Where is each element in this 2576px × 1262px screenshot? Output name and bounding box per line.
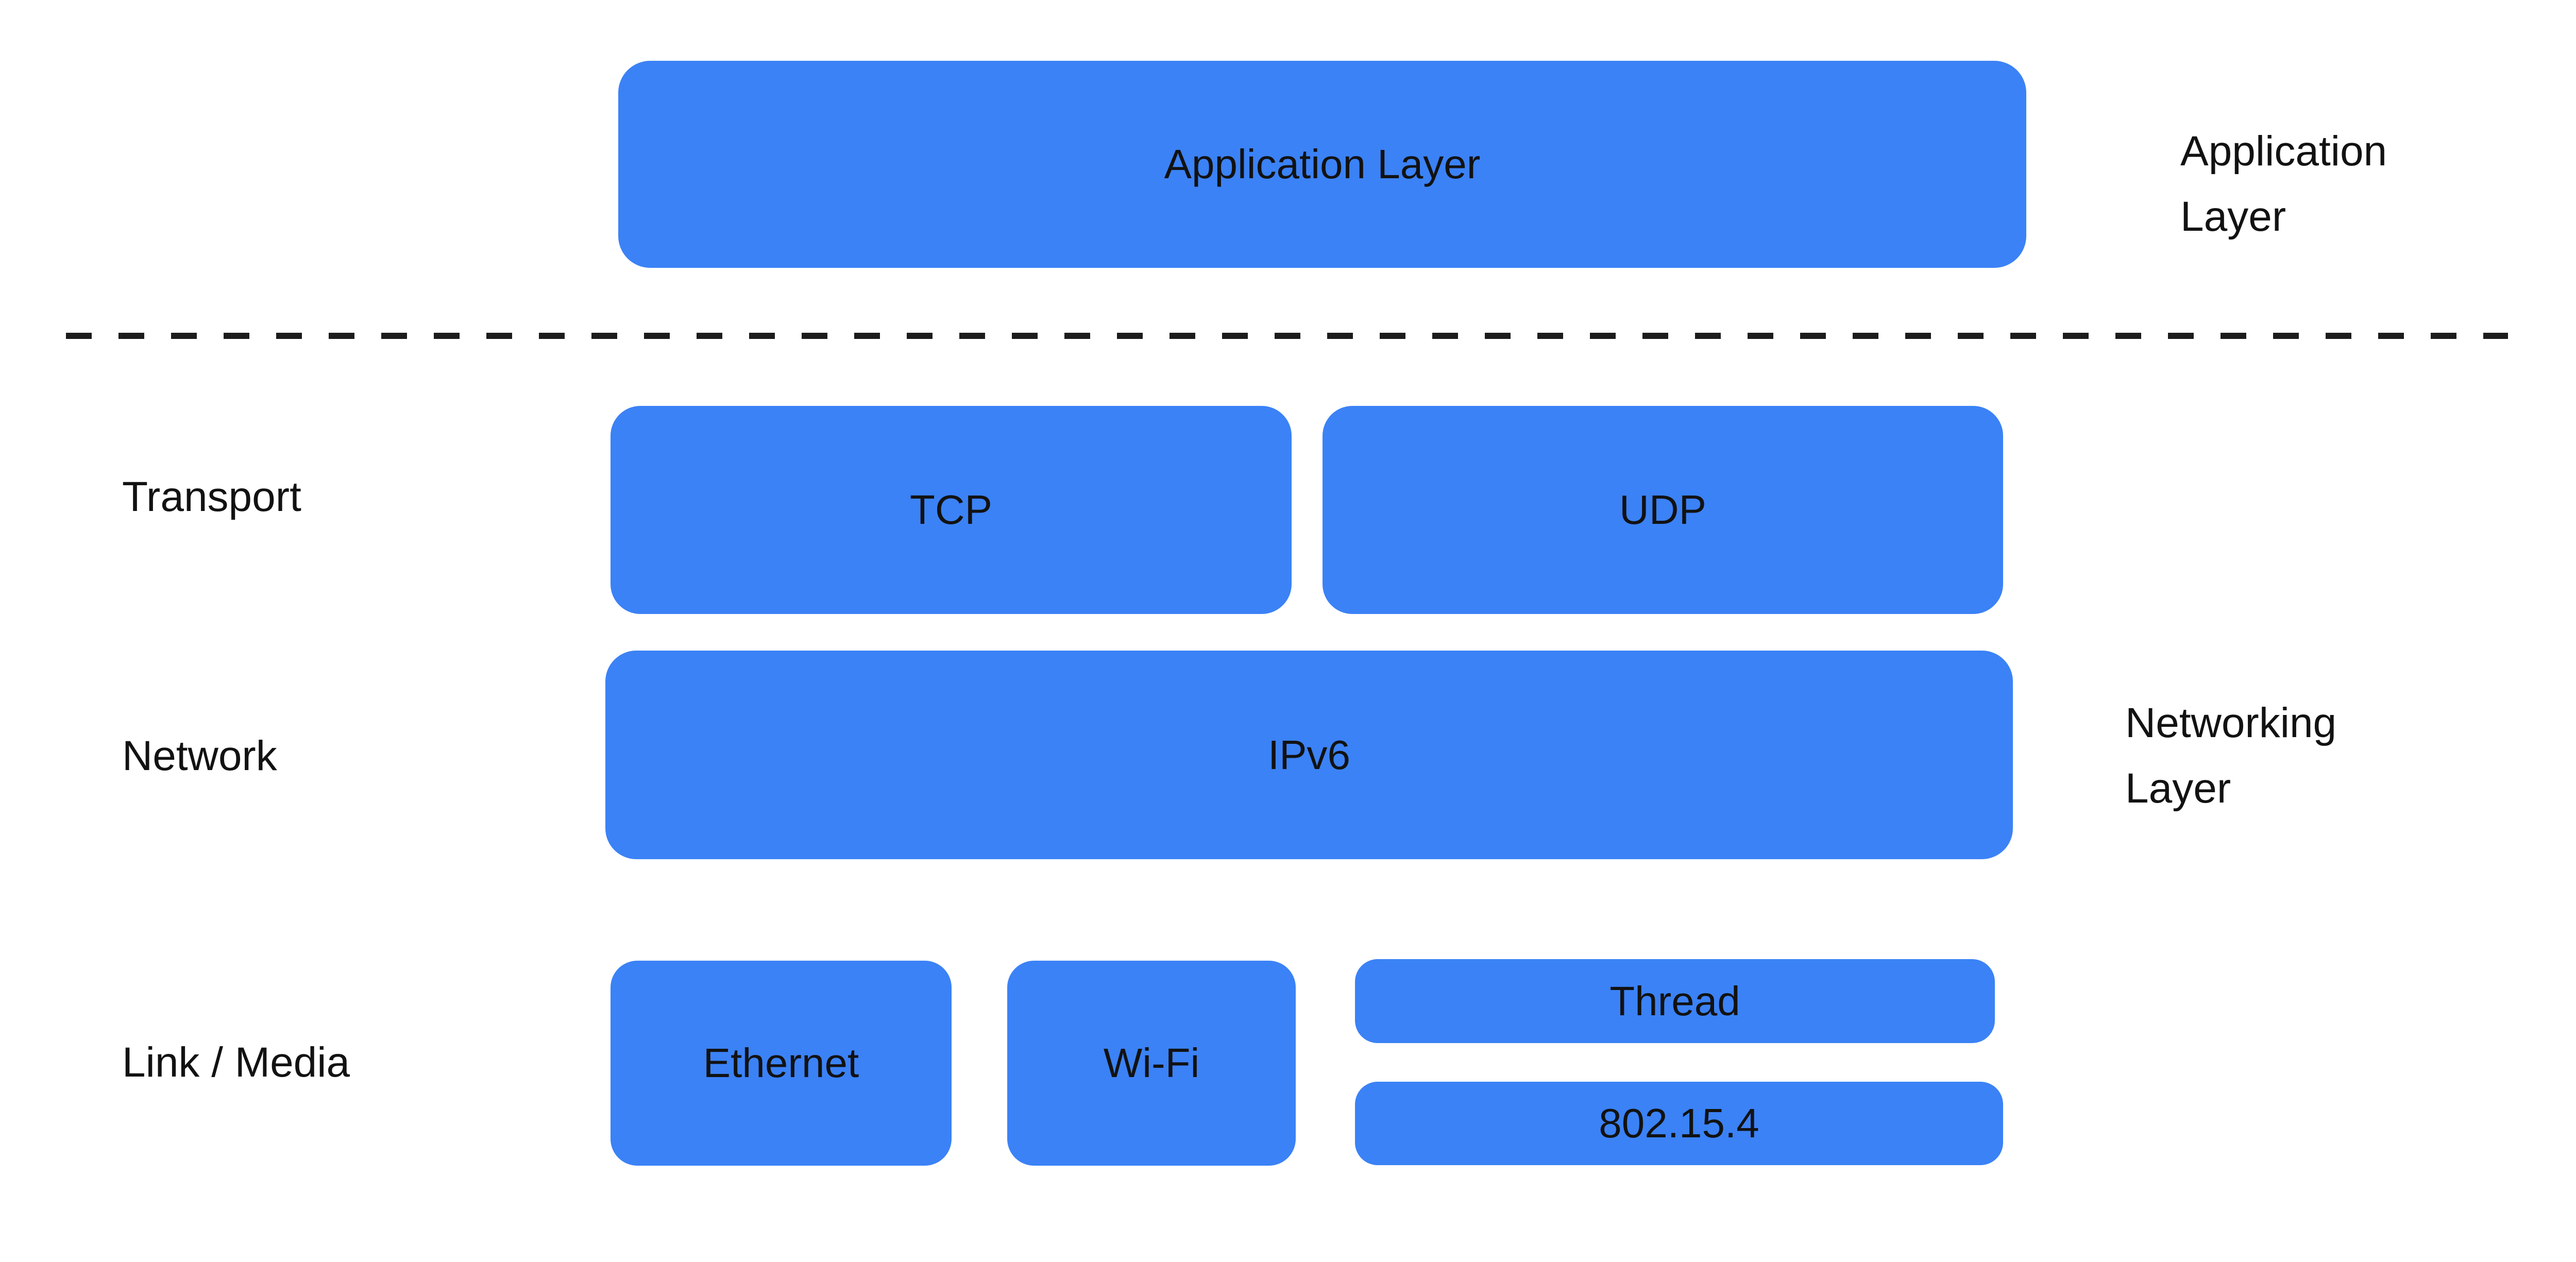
udp-box: UDP xyxy=(1323,406,2003,614)
wifi-box-label: Wi-Fi xyxy=(1103,1040,1200,1086)
networking-layer-side-label: Networking Layer xyxy=(2125,700,2337,812)
dashed-divider-line xyxy=(66,333,2508,339)
ieee-802-15-4-box: 802.15.4 xyxy=(1355,1082,2003,1165)
application-layer-box: Application Layer xyxy=(618,61,2026,268)
transport-row-label: Transport xyxy=(122,473,301,520)
ipv6-box-label: IPv6 xyxy=(1267,731,1351,778)
ipv6-box: IPv6 xyxy=(605,651,2013,859)
application-layer-box-label: Application Layer xyxy=(1164,141,1481,187)
thread-box: Thread xyxy=(1355,959,1995,1043)
link-media-row-label: Link / Media xyxy=(122,1039,350,1086)
tcp-box: TCP xyxy=(611,406,1292,614)
application-layer-side-label: Application Layer xyxy=(2180,128,2387,240)
udp-box-label: UDP xyxy=(1619,487,1706,533)
tcp-box-label: TCP xyxy=(910,487,992,533)
ieee-802-15-4-box-label: 802.15.4 xyxy=(1599,1100,1759,1146)
ethernet-box: Ethernet xyxy=(611,961,952,1166)
network-row-label: Network xyxy=(122,732,277,779)
thread-box-label: Thread xyxy=(1609,978,1740,1024)
wifi-box: Wi-Fi xyxy=(1007,961,1296,1166)
ethernet-box-label: Ethernet xyxy=(703,1040,859,1086)
